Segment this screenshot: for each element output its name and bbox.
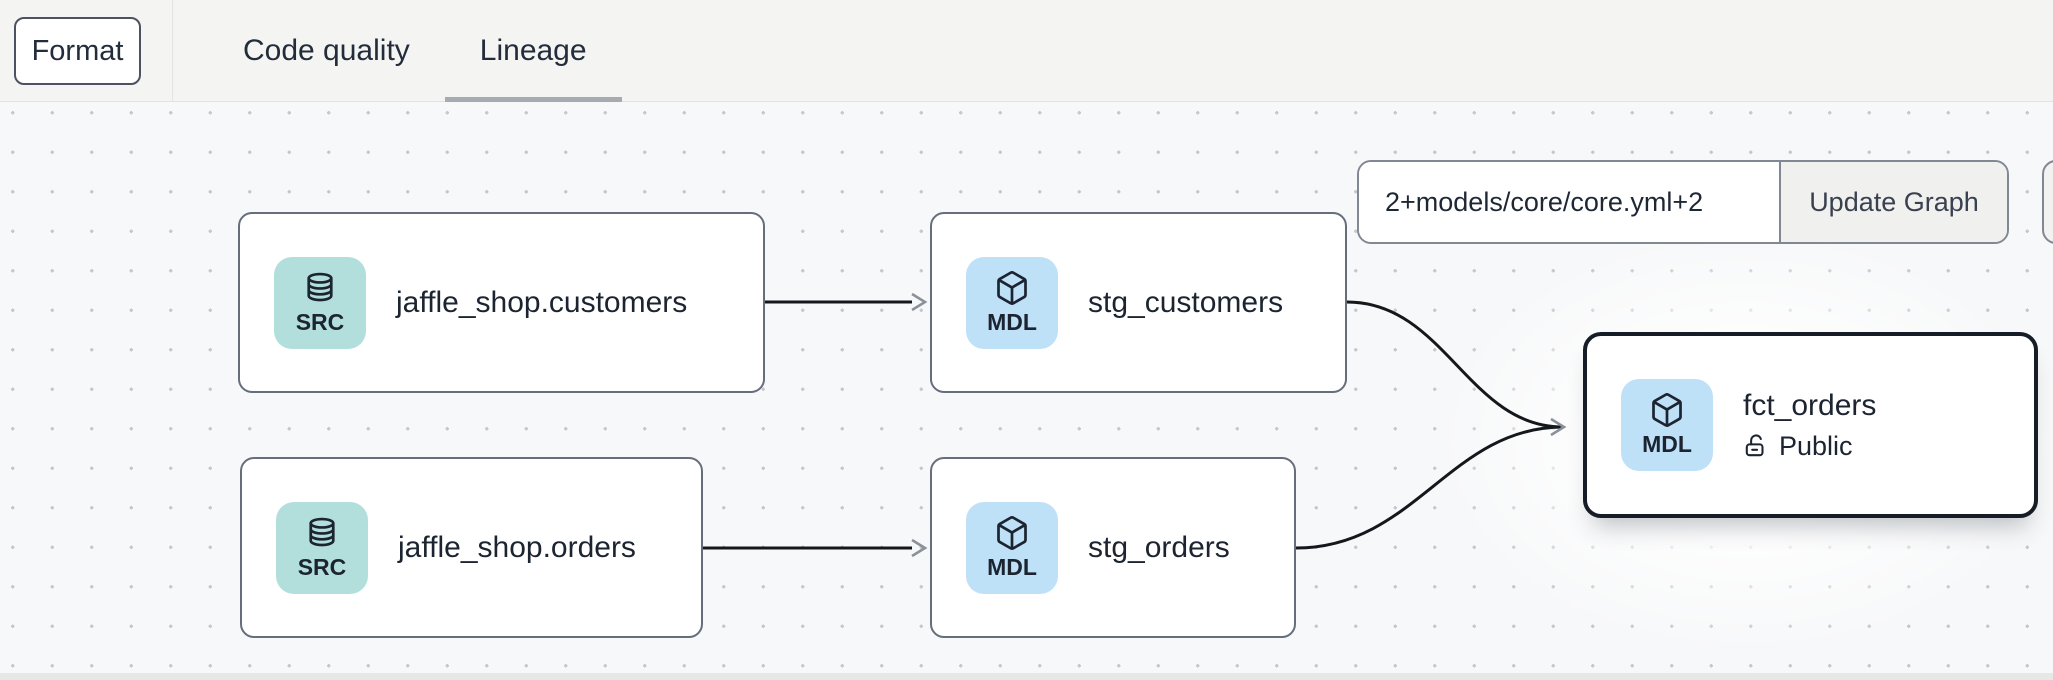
badge-label: MDL (987, 308, 1037, 335)
node-fct-orders[interactable]: MDL fct_orders Public (1583, 332, 2038, 518)
tab-code-quality[interactable]: Code quality (208, 0, 445, 102)
cube-icon (997, 270, 1027, 305)
access-row: Public (1743, 431, 1876, 462)
graph-selector-input[interactable] (1359, 162, 1779, 242)
node-label: jaffle_shop.customers (396, 285, 688, 319)
model-badge: MDL (966, 501, 1058, 594)
tab-code-quality-label: Code quality (243, 34, 410, 67)
source-badge: SRC (276, 501, 368, 594)
node-stg-customers[interactable]: MDL stg_customers (930, 212, 1347, 393)
node-jaffle-shop-customers[interactable]: SRC jaffle_shop.customers (238, 212, 765, 393)
badge-label: MDL (1642, 431, 1692, 457)
unlock-icon (1745, 434, 1764, 457)
arrowhead-icon (1550, 417, 1567, 437)
lineage-canvas[interactable]: SRC jaffle_shop.customers MDL stg_custom… (0, 102, 2053, 680)
format-button[interactable]: Format (14, 17, 141, 85)
cube-icon (1652, 393, 1682, 427)
active-tab-underline (444, 97, 622, 102)
model-badge: MDL (966, 256, 1058, 349)
update-graph-button[interactable]: Update Graph (1779, 162, 2007, 242)
edge-stg-customers-to-fct-orders (1346, 300, 1564, 429)
node-stg-orders[interactable]: MDL stg_orders (930, 457, 1296, 638)
node-text: fct_orders Public (1743, 389, 1876, 462)
arrowhead-icon (911, 538, 928, 558)
node-jaffle-shop-orders[interactable]: SRC jaffle_shop.orders (240, 457, 703, 638)
tab-bar: Code quality Lineage (208, 0, 622, 102)
database-icon (309, 517, 335, 546)
badge-label: SRC (297, 553, 347, 580)
tab-lineage[interactable]: Lineage (444, 0, 622, 102)
clipped-right-control[interactable] (2042, 160, 2053, 244)
node-label: jaffle_shop.orders (398, 530, 636, 564)
arrowhead-icon (911, 292, 928, 312)
toolbar-divider (172, 0, 173, 102)
database-icon (307, 272, 333, 301)
source-badge: SRC (274, 256, 366, 349)
access-label: Public (1779, 430, 1853, 461)
edge-stg-orders-to-fct-orders (1295, 425, 1564, 550)
cube-icon (997, 515, 1027, 550)
badge-label: SRC (295, 308, 345, 335)
badge-label: MDL (987, 553, 1037, 580)
node-label: stg_orders (1088, 530, 1230, 564)
node-label: fct_orders (1743, 388, 1877, 422)
lineage-edges-svg (703, 292, 1567, 558)
node-label: stg_customers (1088, 285, 1284, 319)
tab-lineage-label: Lineage (479, 34, 587, 67)
editor-toolbar: Format Code quality Lineage (0, 0, 2053, 102)
model-badge: MDL (1621, 379, 1713, 471)
graph-selector-group: Update Graph (1357, 160, 2009, 244)
bottom-panel-edge (0, 673, 2053, 680)
